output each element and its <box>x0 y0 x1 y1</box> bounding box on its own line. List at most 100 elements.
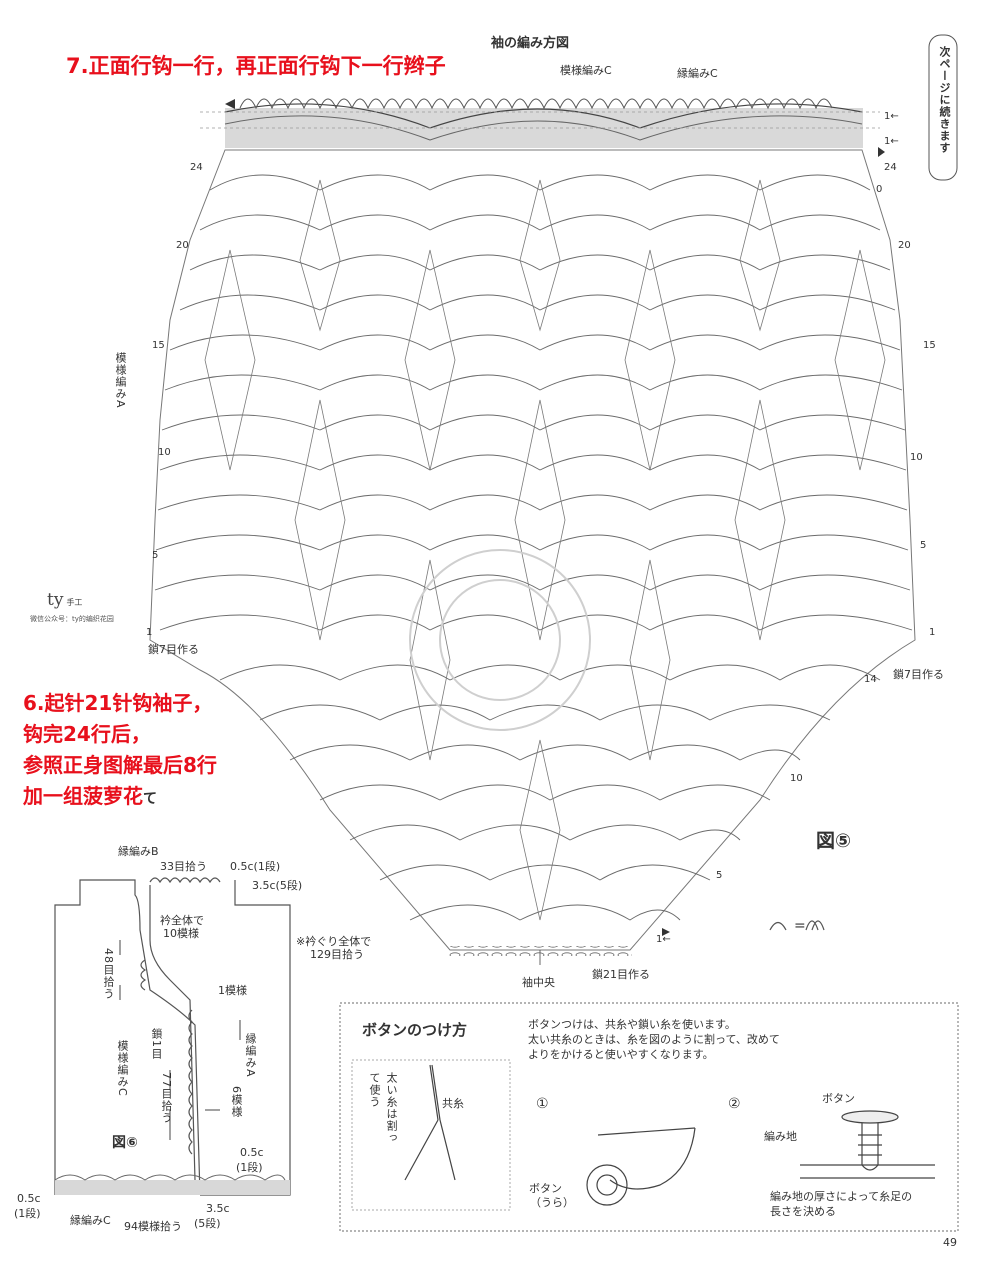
label-pattern-c-body: 模様編みC <box>116 1040 129 1097</box>
label-c05-left-b: (1段) <box>14 1207 41 1220</box>
step-2-marker: ② <box>728 1096 741 1112</box>
row-num-left-10: 10 <box>158 447 171 458</box>
sleeve-chart-title: 袖の編み方図 <box>491 36 570 51</box>
foundation-chain <box>448 946 632 956</box>
label-c35-b: (5段) <box>194 1217 221 1230</box>
button-box-title: ボタンのつけ方 <box>362 1021 468 1039</box>
note-step-6-line-4: 加一组菠萝花て <box>23 781 217 815</box>
note-step-6-line-3: 参照正身图解最后8行 <box>23 753 217 777</box>
label-edging-c: 縁編みC <box>677 67 718 80</box>
row-num-left-1: 1 <box>146 627 153 638</box>
thick-yarn-box <box>351 1059 511 1211</box>
label-six-patterns: 6模様 <box>230 1086 243 1118</box>
label-thickness-b: 長さを決める <box>770 1205 836 1218</box>
label-button-back-b: （うら） <box>530 1196 574 1209</box>
row-num-right-1: 1 <box>929 627 936 638</box>
label-one-pattern: 1模様 <box>218 984 247 997</box>
watermark-brand-suffix: 手工 <box>66 598 83 607</box>
label-button-back-a: ボタン <box>529 1182 562 1195</box>
label-pick-77: 77目拾う <box>160 1072 173 1124</box>
button-desc-3: よりをかけると使いやすくなります。 <box>528 1048 714 1061</box>
label-c05-1b-b: (1段) <box>236 1161 263 1174</box>
label-edging-a: 縁編みA <box>244 1033 257 1078</box>
row-num-left-24: 24 <box>190 162 203 173</box>
label-c05-1b-a: 0.5c <box>240 1146 264 1159</box>
figure-5-label: 図⑤ <box>816 830 852 852</box>
pineapple-rows <box>154 174 913 921</box>
watermark-wechat: 微信公众号：ty的编织花园 <box>30 615 114 623</box>
row-num-left-15: 15 <box>152 340 165 351</box>
button-desc-1: ボタンつけは、共糸や鎖い糸を使います。 <box>528 1018 736 1031</box>
note-step-7: 7.正面行钩一行，再正面行钩下一行辫子 <box>66 54 446 78</box>
watermark-stamp <box>409 549 591 731</box>
yarn-split-illustration <box>404 1064 456 1181</box>
label-c35-a: 3.5c <box>206 1202 230 1215</box>
label-sleeve-center: 袖中央 <box>522 976 555 989</box>
page-number: 49 <box>943 1236 957 1249</box>
label-pick-94: 94模様拾う <box>124 1220 182 1233</box>
picot-edging <box>239 98 833 110</box>
figure-6-label: 図⑥ <box>112 1135 138 1151</box>
label-edging-c-body: 縁編みC <box>70 1214 111 1227</box>
label-c05-1: 0.5c(1段) <box>230 860 281 873</box>
label-neck-note-1: ※衿ぐり全体で <box>296 935 372 948</box>
row-marker-1b: 1← <box>884 136 899 147</box>
label-button: ボタン <box>822 1092 855 1105</box>
label-c35-5: 3.5c(5段) <box>252 879 303 892</box>
chain-7-right: 鎖7目作る <box>893 668 944 681</box>
label-pick-48: 48目拾う <box>102 948 115 1000</box>
row-num-right-20: 20 <box>898 240 911 251</box>
row-num-10b: 10 <box>790 773 803 784</box>
body-hem-scallop <box>54 1174 286 1181</box>
row-num-1b: 1← <box>656 934 671 945</box>
row-num-right-15: 15 <box>923 340 936 351</box>
label-pattern-a: 模様編みA <box>114 352 127 409</box>
thick-yarn-note: 太い糸は割って使う <box>368 1072 398 1144</box>
step1-illustration <box>586 1127 696 1206</box>
label-edging-b: 縁編みB <box>118 845 159 858</box>
label-thickness-a: 編み地の厚さによって糸足の <box>770 1190 913 1203</box>
next-page-note: 次ページに続きます <box>938 46 951 154</box>
top-edge-band <box>200 103 880 148</box>
label-collar-2: 10模様 <box>163 927 199 940</box>
body-arrows <box>119 940 241 1140</box>
label-fabric: 編み地 <box>764 1130 797 1143</box>
step2-illustration <box>800 1110 935 1179</box>
label-c05-left-a: 0.5c <box>17 1192 41 1205</box>
label-pick-33: 33目拾う <box>160 860 207 873</box>
row-num-14: 14 <box>864 674 877 685</box>
row-marker-1a: 1← <box>884 111 899 122</box>
watermark-brand-text: ty <box>47 590 64 610</box>
body-hem-band <box>55 1180 290 1195</box>
label-pattern-c: 模様編みC <box>560 64 612 77</box>
label-neck-note-2: 129目拾う <box>310 948 364 961</box>
symbol-legend <box>769 920 825 931</box>
button-box-frame <box>339 1002 959 1232</box>
row-arrows <box>225 99 885 936</box>
pineapple-motifs <box>204 179 886 965</box>
note-step-6-line-4-text: 加一组菠萝花 <box>23 784 143 808</box>
label-chain-21: 鎖21目作る <box>592 968 650 981</box>
label-chain-1: 鎖1目 <box>150 1028 163 1060</box>
step-1-marker: ① <box>536 1096 549 1112</box>
row-num-right-10: 10 <box>910 452 923 463</box>
note-step-6-line-1: 6.起针21针钩袖子， <box>23 691 213 715</box>
note-step-6: 6.起针21针钩袖子， 钩完24行后， 参照正身图解最后8行 加一组菠萝花て <box>23 688 217 815</box>
symbol-equals: = <box>794 918 806 934</box>
label-collar-1: 衿全体で <box>160 914 204 927</box>
label-same-yarn: 共糸 <box>442 1097 464 1110</box>
next-page-frame <box>928 34 958 181</box>
chain-7-left: 鎖7目作る <box>148 643 199 656</box>
row-num-left-20: 20 <box>176 240 189 251</box>
row-num-right-5: 5 <box>920 540 927 551</box>
button-desc-2: 太い共糸のときは、糸を図のように割って、改めて <box>528 1033 780 1046</box>
row-num-left-5: 5 <box>152 550 159 561</box>
row-num-right-24: 24 <box>884 162 897 173</box>
note-hidden-suffix: て <box>143 791 157 807</box>
row-marker-0: 0 <box>876 184 883 195</box>
note-step-6-line-2: 钩完24行后， <box>23 722 151 746</box>
row-num-5b: 5 <box>716 870 723 881</box>
sleeve-outline <box>149 149 916 951</box>
